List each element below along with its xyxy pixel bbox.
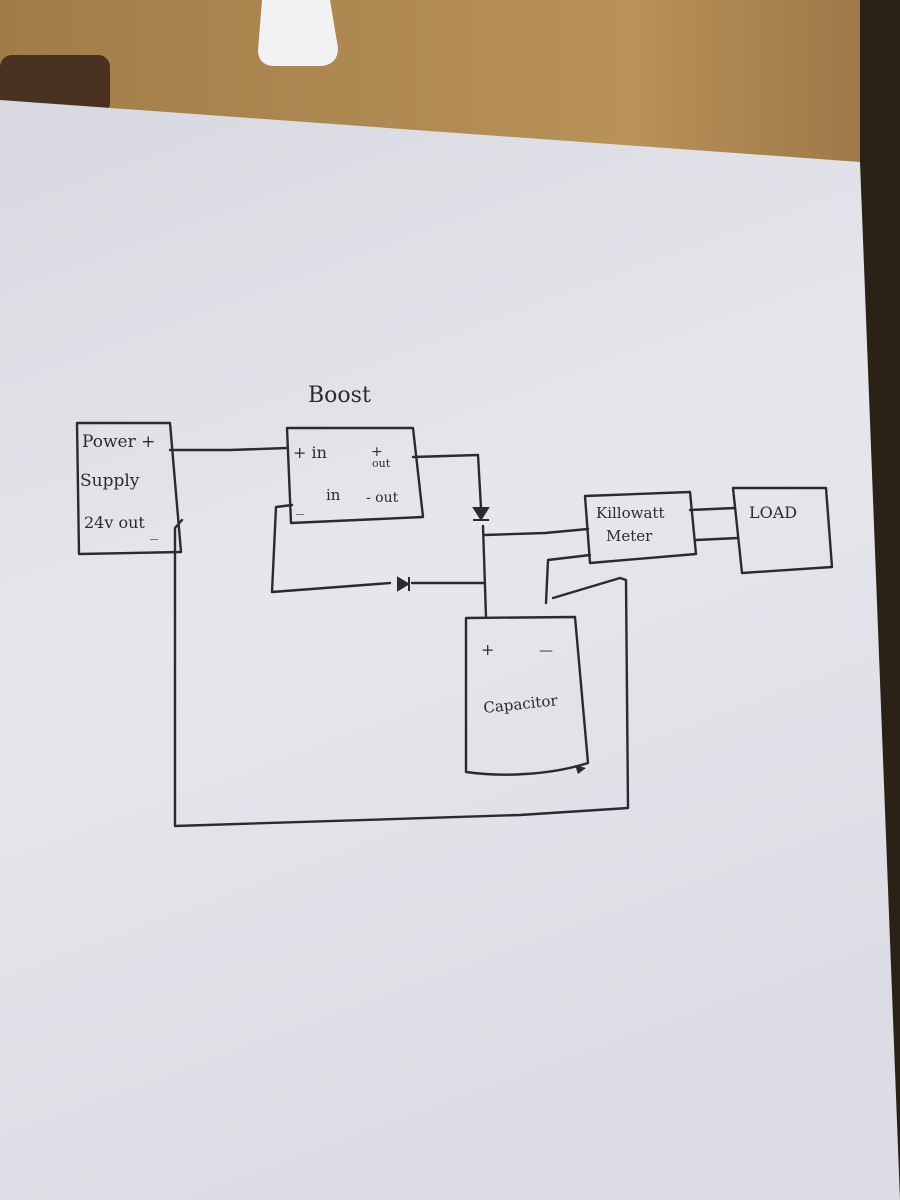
wire-boost-minus-in [270, 503, 392, 594]
boost-minus-out: - out [366, 490, 399, 506]
boost-plus-out-sign: + [371, 444, 383, 460]
cap-minus: — [539, 643, 553, 659]
cap-plus: + [481, 640, 494, 659]
wire-return-loop [173, 518, 630, 828]
load-box [731, 486, 834, 575]
wire-meter-cap-minus [544, 553, 592, 605]
diode-horizontal [397, 576, 410, 592]
ps-minus: _ [150, 521, 158, 540]
meter-line2: Meter [606, 527, 653, 545]
dark-object [0, 55, 110, 115]
ink-lines [75, 421, 834, 828]
power-supply-box [75, 421, 183, 556]
capacitor-body [464, 615, 590, 776]
ps-line1: Power + [82, 432, 155, 452]
boost-plus-in: + in [293, 443, 327, 462]
load-label: LOAD [749, 503, 797, 522]
boost-minus-in: in [326, 486, 341, 504]
wire-boost-out [411, 453, 483, 510]
wire-to-meter [483, 527, 590, 537]
wire-ps-plus [168, 446, 289, 452]
wire-load-1 [688, 506, 737, 512]
ps-line3: 24v out [84, 513, 145, 532]
meter-box [583, 490, 698, 565]
paper-sheet [0, 100, 900, 1200]
boost-minus-in-dash: _ [296, 496, 304, 515]
arrow-mark [575, 765, 586, 774]
wire-load-2 [694, 536, 740, 542]
white-object [258, 0, 338, 66]
boost-title: Boost [308, 383, 371, 408]
boost-box [285, 426, 425, 525]
diode-vertical [472, 507, 490, 521]
boost-plus-out: out [372, 457, 391, 470]
meter-line1: Killowatt [596, 504, 664, 522]
wire-to-cap-plus [481, 524, 488, 619]
ps-line2: Supply [80, 471, 140, 491]
